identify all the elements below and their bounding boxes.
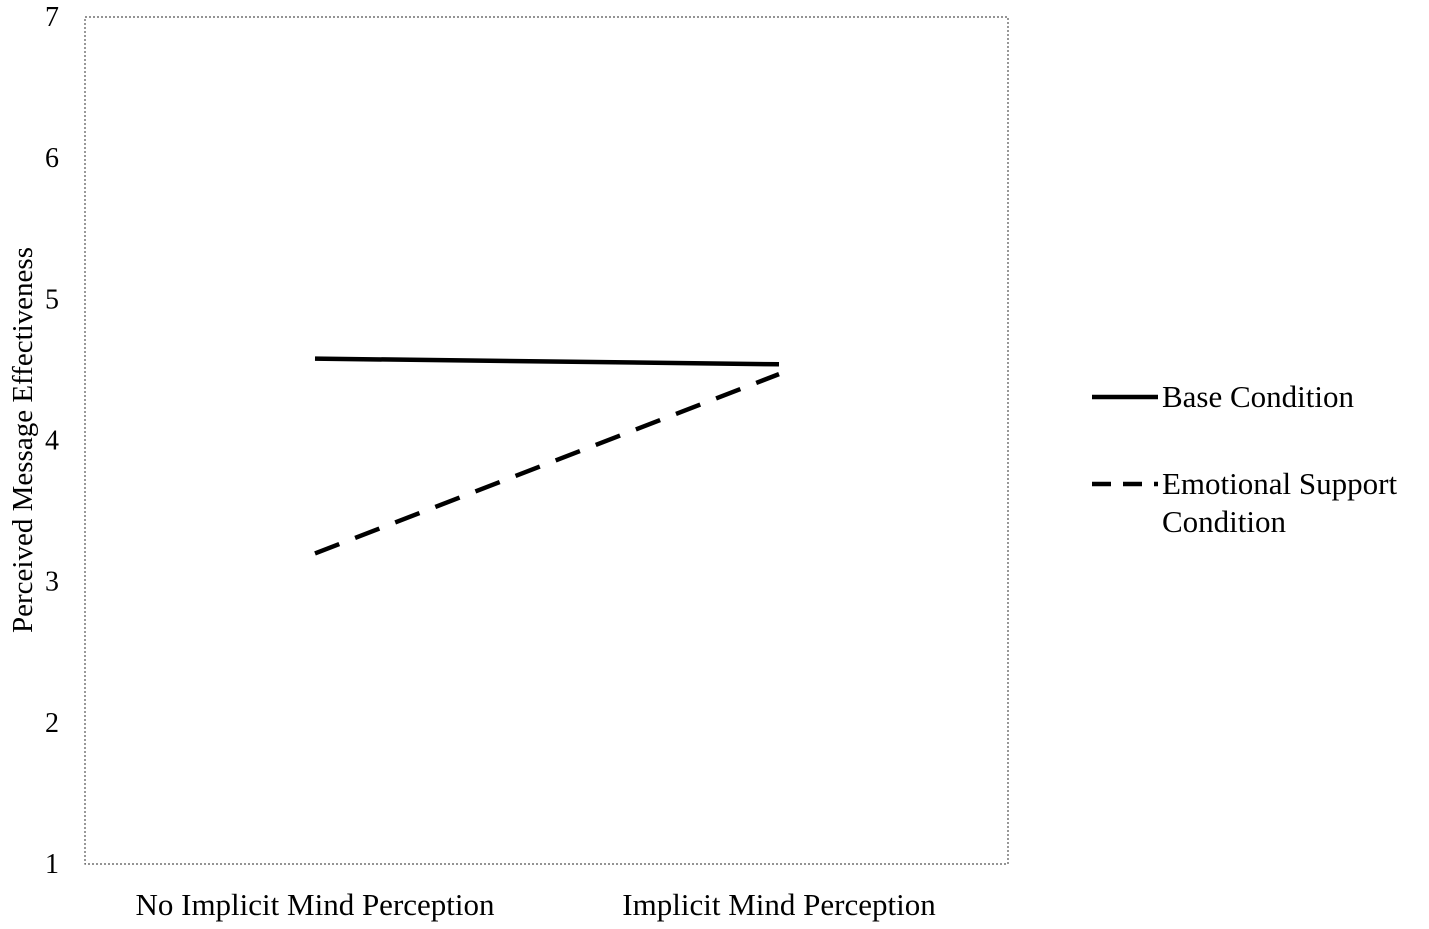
x-tick-label: Implicit Mind Perception xyxy=(622,887,936,922)
series-line-base xyxy=(314,356,780,367)
y-tick-label: 5 xyxy=(45,284,59,315)
y-tick-label: 2 xyxy=(45,708,59,739)
y-tick-label: 4 xyxy=(45,426,59,457)
y-tick-labels: 1 2 3 4 5 6 7 xyxy=(45,2,59,880)
x-tick-label: No Implicit Mind Perception xyxy=(135,887,495,922)
x-tick-labels: No Implicit Mind Perception Implicit Mind… xyxy=(135,887,936,922)
y-tick-label: 3 xyxy=(45,567,59,598)
series-line-emotional-support xyxy=(314,372,780,556)
legend-label: Base Condition xyxy=(1162,379,1355,414)
y-tick-label: 7 xyxy=(45,2,59,33)
plot-area-border xyxy=(84,16,1009,865)
y-tick-label: 6 xyxy=(45,143,59,174)
y-axis-label: Perceived Message Effectiveness xyxy=(7,247,39,633)
series-lines xyxy=(314,356,780,556)
y-tick-label: 1 xyxy=(45,849,59,880)
